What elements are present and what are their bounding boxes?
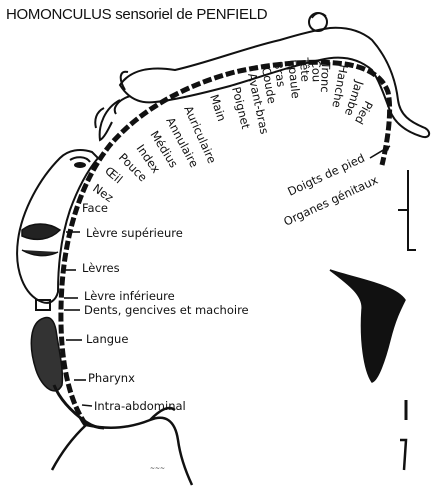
- label-face: Face: [82, 201, 108, 215]
- cortex-strip: [58, 59, 393, 427]
- diagram-title: HOMONCULUS sensoriel de PENFIELD: [6, 6, 268, 23]
- label-langue: Langue: [86, 332, 128, 346]
- homunculus-tongue: [30, 316, 64, 392]
- teeth-box: [35, 299, 51, 311]
- label-ticks: [62, 231, 93, 407]
- label-cou: Cou: [309, 60, 324, 83]
- label-dents: Dents, gencives et machoire: [84, 303, 249, 317]
- leg-outline: [398, 170, 416, 251]
- intra-abdominal-branches: [50, 406, 194, 486]
- homunculus-hand: [94, 99, 121, 142]
- label-pharynx: Pharynx: [88, 371, 135, 385]
- label-tete: Tête: [297, 56, 313, 82]
- label-levres: Lèvres: [82, 261, 120, 275]
- label-levre-superieure: Lèvre supérieure: [86, 226, 183, 240]
- label-oeil: Œil: [102, 164, 125, 187]
- label-coude: Coude: [259, 66, 279, 105]
- signature-mark: ~~~: [150, 465, 165, 472]
- label-epaule: Épaule: [285, 59, 304, 100]
- label-intra-abdominal: Intra-abdominal: [94, 399, 186, 413]
- label-main: Main: [207, 93, 229, 123]
- label-tronc: Tronc: [318, 61, 333, 93]
- homunculus-face: [16, 149, 100, 304]
- homunculus-head: [308, 12, 328, 32]
- genital-shape: [329, 269, 406, 383]
- label-levre-inferieure: Lèvre inférieure: [84, 289, 175, 303]
- homunculus-arm: [113, 70, 131, 115]
- vertical-mark-2: [400, 438, 408, 471]
- homunculus-lips: [21, 223, 62, 257]
- label-bras: Bras: [271, 60, 288, 87]
- homunculus-body: [118, 26, 431, 138]
